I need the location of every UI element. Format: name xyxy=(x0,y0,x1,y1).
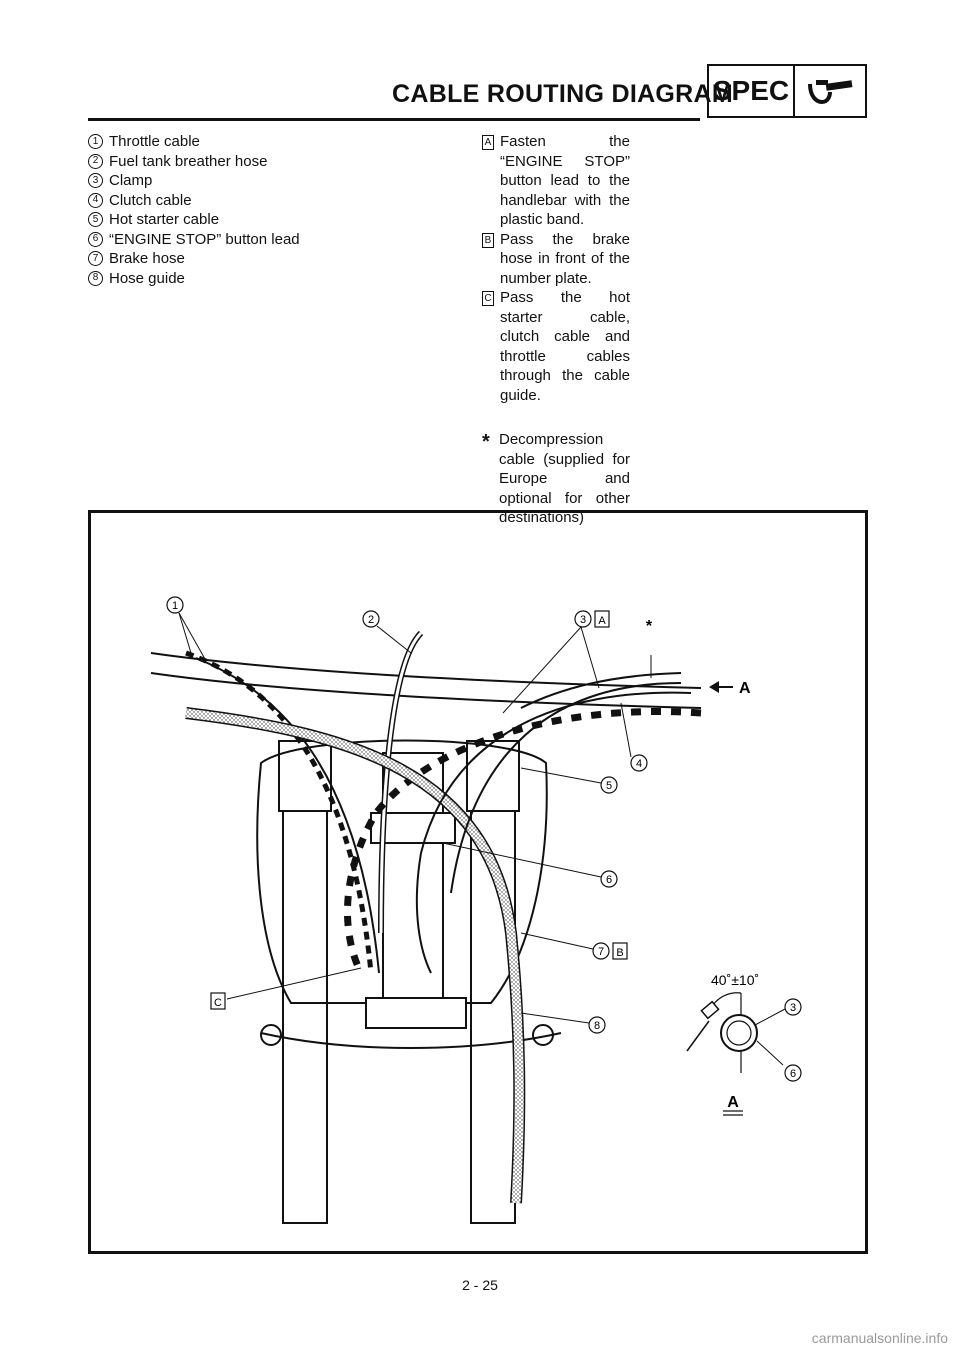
angle-label: 40˚±10˚ xyxy=(711,972,759,988)
number-plate xyxy=(256,739,548,1004)
box-label-a: A xyxy=(598,615,606,627)
asterisk-icon: * xyxy=(482,431,490,453)
legend-number: 3 xyxy=(88,173,103,189)
legend-text: Hose guide xyxy=(109,269,185,287)
view-arrow-label: A xyxy=(739,680,751,697)
decompression-cable xyxy=(520,672,682,709)
legend-number: 1 xyxy=(88,134,103,150)
box-label-b: B xyxy=(616,947,623,959)
parts-legend: 1 Throttle cable 2 Fuel tank breather hose… xyxy=(88,132,338,288)
view-arrow-a xyxy=(709,681,733,693)
callout-5: 5 xyxy=(606,780,612,792)
clutch-cable xyxy=(343,707,702,975)
legend-item: 4 Clutch cable xyxy=(88,191,338,211)
legend-number: 2 xyxy=(88,153,103,169)
callout-6: 6 xyxy=(606,874,612,886)
box-label-c: C xyxy=(214,997,222,1009)
star-note-text: Decompression cable (supplied for Europe… xyxy=(499,431,630,526)
note-item: B Pass the brake hose in front of the num… xyxy=(482,230,630,289)
legend-number: 8 xyxy=(88,270,103,286)
section-badge-label: SPEC xyxy=(709,66,795,116)
page-number: 2 - 25 xyxy=(462,1277,498,1293)
legend-number: 4 xyxy=(88,192,103,208)
legend-text: Throttle cable xyxy=(109,133,200,150)
note-key: A xyxy=(482,135,494,150)
legend-text: Hot starter cable xyxy=(109,211,220,228)
legend-item: 2 Fuel tank breather hose xyxy=(88,152,338,172)
legend-item: 7 Brake hose xyxy=(88,249,338,269)
callouts xyxy=(166,596,648,1034)
clamp-detail-view xyxy=(686,992,802,1116)
note-text: Pass the hot starter cable, clutch cable… xyxy=(500,289,630,404)
callout-4: 4 xyxy=(636,758,642,770)
cable-routing-diagram: 1 2 3 4 5 6 7 8 A B C xyxy=(88,510,868,1254)
bolt xyxy=(260,1024,282,1046)
wrench-icon xyxy=(795,66,865,116)
legend-number: 6 xyxy=(88,231,103,247)
star-marker: * xyxy=(646,618,653,635)
callout-7: 7 xyxy=(598,946,604,958)
hot-starter-cable xyxy=(415,691,692,974)
lower-triple-clamp xyxy=(260,1032,562,1049)
routing-notes: A Fasten the “ENGINE STOP” button lead to… xyxy=(482,132,630,528)
header-rule xyxy=(88,118,700,121)
page-title: CABLE ROUTING DIAGRAM xyxy=(392,80,734,108)
callout-8: 8 xyxy=(594,1020,600,1032)
callout-3: 3 xyxy=(580,614,586,626)
diagram-illustration: 1 2 3 4 5 6 7 8 A B C xyxy=(150,596,802,1224)
throttle-cable xyxy=(185,650,374,974)
detail-title: A xyxy=(727,1094,739,1111)
legend-item: 5 Hot starter cable xyxy=(88,210,338,230)
legend-item: 6 “ENGINE STOP” button lead xyxy=(88,230,338,250)
note-item: A Fasten the “ENGINE STOP” button lead to… xyxy=(482,132,630,230)
callout-2: 2 xyxy=(368,614,374,626)
handlebar xyxy=(150,652,702,709)
callout-1: 1 xyxy=(172,600,178,612)
legend-item: 1 Throttle cable xyxy=(88,132,338,152)
note-item: C Pass the hot starter cable, clutch cabl… xyxy=(482,288,630,405)
note-text: Fasten the “ENGINE STOP” button lead to … xyxy=(500,133,630,228)
note-text: Pass the brake hose in front of the numb… xyxy=(500,230,630,287)
detail-callout-3: 3 xyxy=(790,1002,796,1014)
legend-item: 3 Clamp xyxy=(88,171,338,191)
legend-number: 7 xyxy=(88,251,103,267)
engine-stop-lead xyxy=(450,682,682,894)
bolt xyxy=(532,1024,554,1046)
legend-text: Clamp xyxy=(109,172,153,189)
legend-text: Fuel tank breather hose xyxy=(109,152,268,170)
leader-lines xyxy=(178,612,652,1024)
section-badge: SPEC xyxy=(707,64,867,118)
star-note: * Decompression cable (supplied for Europ… xyxy=(482,430,630,528)
throttle-cable xyxy=(195,657,380,974)
legend-text: Brake hose xyxy=(109,250,185,267)
legend-text: “ENGINE STOP” button lead xyxy=(109,230,300,248)
legend-text: Clutch cable xyxy=(109,191,192,209)
legend-item: 8 Hose guide xyxy=(88,269,338,289)
watermark: carmanualsonline.info xyxy=(811,1330,948,1346)
legend-number: 5 xyxy=(88,212,103,228)
note-key: B xyxy=(482,232,494,248)
note-key: C xyxy=(482,291,494,306)
detail-callout-6: 6 xyxy=(790,1068,796,1080)
